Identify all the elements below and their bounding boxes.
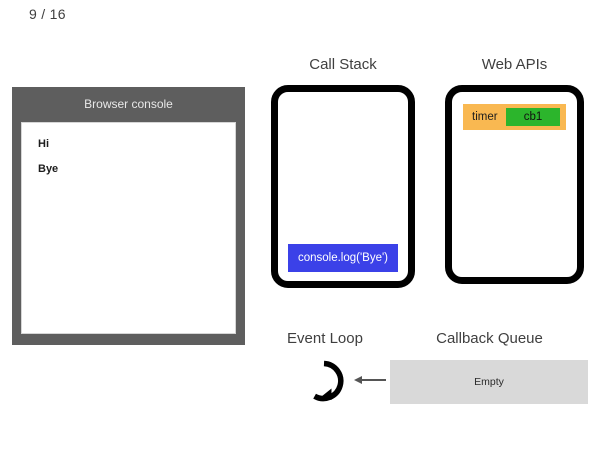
web-apis-box: timer cb1 <box>445 85 584 284</box>
event-loop-title: Event Loop <box>287 330 363 347</box>
callback-queue-status: Empty <box>474 376 504 388</box>
circular-arrow-icon <box>313 360 344 402</box>
call-stack-frame: console.log('Bye') <box>288 244 398 272</box>
web-apis-title: Web APIs <box>481 56 548 73</box>
callback-queue-box: Empty <box>390 360 588 404</box>
web-api-entry-timer: timer cb1 <box>463 104 566 130</box>
browser-console-output: Hi Bye <box>21 122 236 334</box>
web-api-callback-chip: cb1 <box>506 108 560 126</box>
browser-console-panel: Browser console Hi Bye <box>12 87 245 345</box>
call-stack-box: console.log('Bye') <box>271 85 415 288</box>
browser-console-title: Browser console <box>84 97 173 111</box>
callback-queue-title: Callback Queue <box>436 330 543 347</box>
web-api-entry-label: timer <box>472 111 498 123</box>
console-log-line: Hi <box>38 138 49 150</box>
call-stack-title: Call Stack <box>309 56 377 73</box>
queue-to-event-loop-arrow <box>354 376 386 384</box>
slide-counter: 9 / 16 <box>29 6 66 22</box>
console-log-line: Bye <box>38 163 59 175</box>
